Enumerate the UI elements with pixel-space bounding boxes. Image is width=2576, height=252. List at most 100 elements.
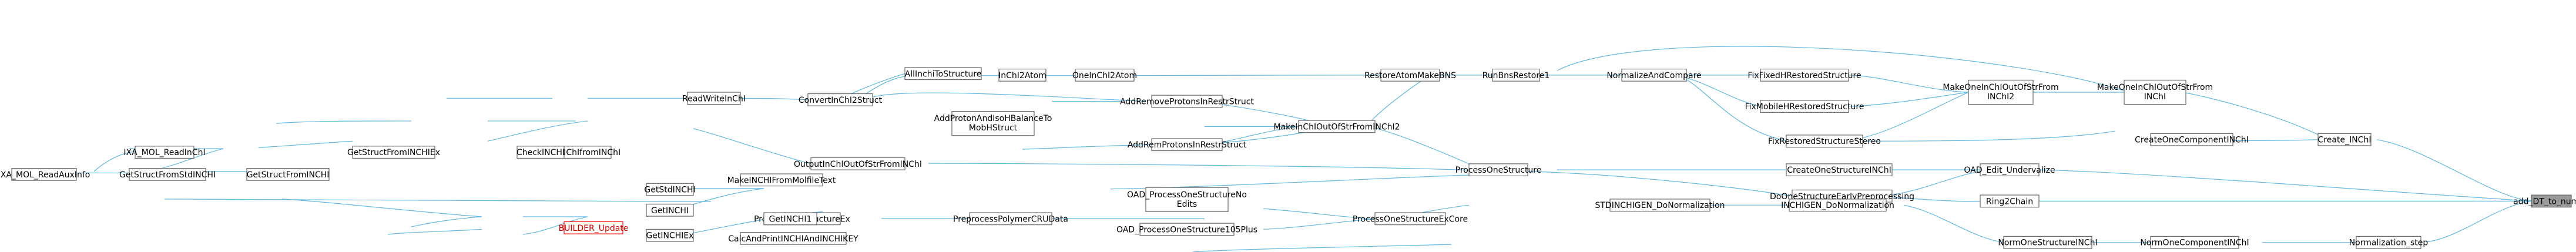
- node-fix-fixed-h[interactable]: FixFixedHRestoredStructure: [1747, 68, 1861, 82]
- node-label: Ring2Chain: [1986, 197, 2033, 206]
- edge: [1680, 76, 1787, 141]
- node-box: [1298, 120, 1376, 133]
- node-box: [1145, 187, 1229, 212]
- node-norm-one-structure-inchi[interactable]: NormOneStructureINChI: [1998, 236, 2098, 249]
- node-restore-atom-make-bns[interactable]: RestoreAtomMakeBNS: [1364, 68, 1456, 82]
- node-make-inchi-out-of-str-from-inchi2[interactable]: MakeInChIOutOfStrFromINChI2: [1273, 120, 1400, 133]
- node-box: [810, 157, 905, 170]
- edge: [1263, 218, 1376, 230]
- node-all-inchi-to-structure[interactable]: AllInchiToStructure: [904, 67, 982, 80]
- edge: [1110, 174, 1475, 190]
- node-label: MakeInChIOutOfStrFromINChI2: [1273, 122, 1400, 132]
- node-label: NormOneStructureINChI: [1998, 238, 2097, 248]
- node-box: [1151, 138, 1223, 152]
- node-label: ProcessOneStructure: [1455, 166, 1542, 175]
- node-box: [1075, 68, 1135, 82]
- node-read-write-inchi[interactable]: ReadWriteInChI: [682, 92, 746, 105]
- node-add[interactable]: add_DT_to_num_H: [2513, 194, 2576, 208]
- node-label: IXA_MOL_ReadInChI: [123, 148, 205, 157]
- node-ixa-mol-read-aux-info[interactable]: IXA_MOL_ReadAuxInfo: [0, 167, 90, 181]
- node-process-one-structure-ex-core[interactable]: ProcessOneStructureExCore: [1353, 212, 1468, 226]
- edge: [1848, 75, 1969, 93]
- edge: [2376, 139, 2532, 201]
- node-label: InChI2Atom: [998, 71, 1046, 80]
- node-builder-update[interactable]: BUILDER_Update: [559, 221, 629, 234]
- node-create-inchi[interactable]: Create_INChI: [2317, 133, 2372, 146]
- node-box: [1621, 68, 1687, 82]
- node-box: [352, 146, 435, 159]
- node-make-inchi-from-molfile-text[interactable]: MakeINCHIFromMolfileText: [727, 173, 836, 187]
- node-inchi2atom[interactable]: InChI2Atom: [998, 68, 1046, 82]
- node-label: GetStructFromINCHI: [247, 170, 330, 180]
- node-label: Normalization_step: [2349, 238, 2429, 248]
- node-create-one-component-inchi[interactable]: CreateOneComponentINChI: [2135, 133, 2249, 146]
- node-box: [1468, 163, 1528, 177]
- node-oad-process-one-structure-105plus[interactable]: OAD_ProcessOneStructure105Plus: [1116, 223, 1257, 236]
- node-fix-restored-stereo[interactable]: FixRestoredStructureStereo: [1768, 135, 1881, 148]
- edge: [1844, 92, 1969, 141]
- node-label: CheckINCHI: [516, 148, 565, 157]
- node-box: [687, 92, 741, 105]
- node-normalization-step[interactable]: Normalization_step: [2349, 236, 2429, 249]
- node-get-inchi-ex[interactable]: GetINCHIEx: [646, 229, 694, 242]
- node-box: [1760, 68, 1849, 82]
- node-label: FixFixedHRestoredStructure: [1747, 71, 1861, 80]
- node-get-struct-from-inchi-ex[interactable]: GetStructFromINCHIEx: [347, 146, 440, 159]
- node-inchigen-do-normalization[interactable]: INCHIGEN_DoNormalization: [1781, 199, 1894, 212]
- edge: [2232, 139, 2319, 141]
- node-box: [646, 183, 694, 196]
- node-label: OneInChI2Atom: [1072, 71, 1137, 80]
- node-label: PreprocessPolymerCRUData: [953, 214, 1068, 224]
- node-get-struct-from-std-inchi[interactable]: GetStructFromStdINCHI: [119, 167, 216, 181]
- node-box: [1968, 79, 2034, 105]
- edge: [2426, 200, 2532, 243]
- node-box: [998, 68, 1046, 82]
- node-box: [2003, 236, 2092, 249]
- node-check-inchi[interactable]: CheckINCHI: [516, 146, 565, 159]
- edge: [2182, 92, 2322, 137]
- node-one-inchi2atom[interactable]: OneInChI2Atom: [1072, 68, 1137, 82]
- node-get-std-inchi[interactable]: GetStdINCHI: [644, 183, 696, 196]
- node-get-struct-from-inchi[interactable]: GetStructFromINCHI: [246, 167, 330, 181]
- node-oad-edit-undervalize[interactable]: OAD_Edit_Undervalize: [1964, 163, 2055, 177]
- node-normalize-and-compare[interactable]: NormalizeAndCompare: [1606, 68, 1702, 82]
- node-box: [1789, 199, 1887, 212]
- node-box: [2356, 236, 2421, 249]
- edge: [928, 163, 1493, 172]
- node-get-inchi1[interactable]: GetINCHI1: [763, 212, 817, 226]
- node-ixa-mol-read-inchi[interactable]: IXA_MOL_ReadInChI: [123, 146, 206, 159]
- edge: [1862, 130, 2116, 142]
- node-label: GetStdINCHI: [644, 186, 695, 195]
- edge: [863, 92, 1146, 102]
- edge: [846, 73, 905, 96]
- node-stdinchigen-do-normalization[interactable]: STDINCHIGEN_DoNormalization: [1595, 199, 1725, 212]
- node-ring2chain[interactable]: Ring2Chain: [1980, 194, 2040, 208]
- node-process-one-structure[interactable]: ProcessOneStructure: [1455, 163, 1542, 177]
- node-label: ConvertInChI2Struct: [799, 96, 883, 105]
- node-output-inchi-out-of-str[interactable]: OutputInChIOutOfStrFromINChI: [794, 157, 922, 170]
- edge: [1192, 244, 1452, 252]
- node-get-inchi[interactable]: GetINCHI: [646, 203, 694, 217]
- node-add-remove-protons[interactable]: AddRemoveProtonsInRestrStruct: [1120, 95, 1254, 108]
- node-norm-one-component-inchi[interactable]: NormOneComponentINChI: [2140, 236, 2249, 249]
- node-label: BUILDER_Update: [559, 224, 629, 233]
- node-box: [2317, 133, 2372, 146]
- node-label: ReadWriteInChI: [682, 94, 746, 103]
- node-calc-and-print[interactable]: CalcAndPrintINCHIAndINCHIKEY: [728, 231, 858, 245]
- node-preprocess-polymer-cru-data[interactable]: PreprocessPolymerCRUData: [953, 212, 1068, 226]
- node-fix-mobile-h[interactable]: FixMobileHRestoredStructure: [1745, 100, 1864, 113]
- node-create-one-structure-inchi[interactable]: CreateOneStructureINChI: [1786, 163, 1893, 177]
- node-box: [1139, 223, 1235, 236]
- node-box: [2531, 194, 2572, 208]
- node-convert-inchi2struct[interactable]: ConvertInChI2Struct: [799, 93, 883, 106]
- edge: [1680, 76, 1761, 107]
- node-box: [763, 212, 817, 226]
- node-run-bns-restore1[interactable]: RunBnsRestore1: [1482, 68, 1550, 82]
- node-label: AddRemoveProtonsInRestrStruct: [1120, 97, 1254, 106]
- node-box: [1786, 135, 1863, 148]
- node-add-rem-protons[interactable]: AddRemProtonsInRestrStruct: [1128, 138, 1247, 152]
